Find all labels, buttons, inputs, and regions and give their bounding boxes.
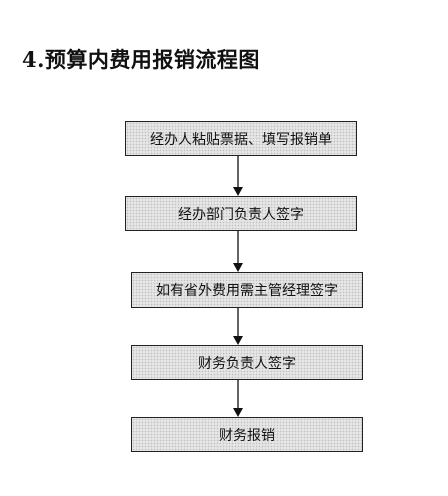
arrow-down-icon (233, 231, 243, 272)
flow-step-label: 财务负责人签字 (198, 355, 296, 372)
flow-step-fill-form: 经办人粘贴票据、填写报销单 (125, 121, 357, 156)
flow-step-label: 经办部门负责人签字 (178, 206, 304, 223)
page-title: 4.预算内费用报销流程图 (22, 47, 260, 72)
flow-step-label: 财务报销 (219, 427, 275, 444)
flow-step-reimbursement: 财务报销 (131, 417, 363, 452)
arrow-down-icon (233, 156, 243, 196)
flow-step-manager-approval: 如有省外费用需主管经理签字 (131, 272, 363, 308)
flow-step-department-approval: 经办部门负责人签字 (125, 196, 357, 231)
arrow-down-icon (233, 380, 243, 417)
flow-step-label: 经办人粘贴票据、填写报销单 (150, 131, 332, 148)
arrow-down-icon (233, 308, 243, 345)
flow-step-finance-approval: 财务负责人签字 (131, 345, 363, 380)
flow-step-label: 如有省外费用需主管经理签字 (156, 283, 338, 299)
